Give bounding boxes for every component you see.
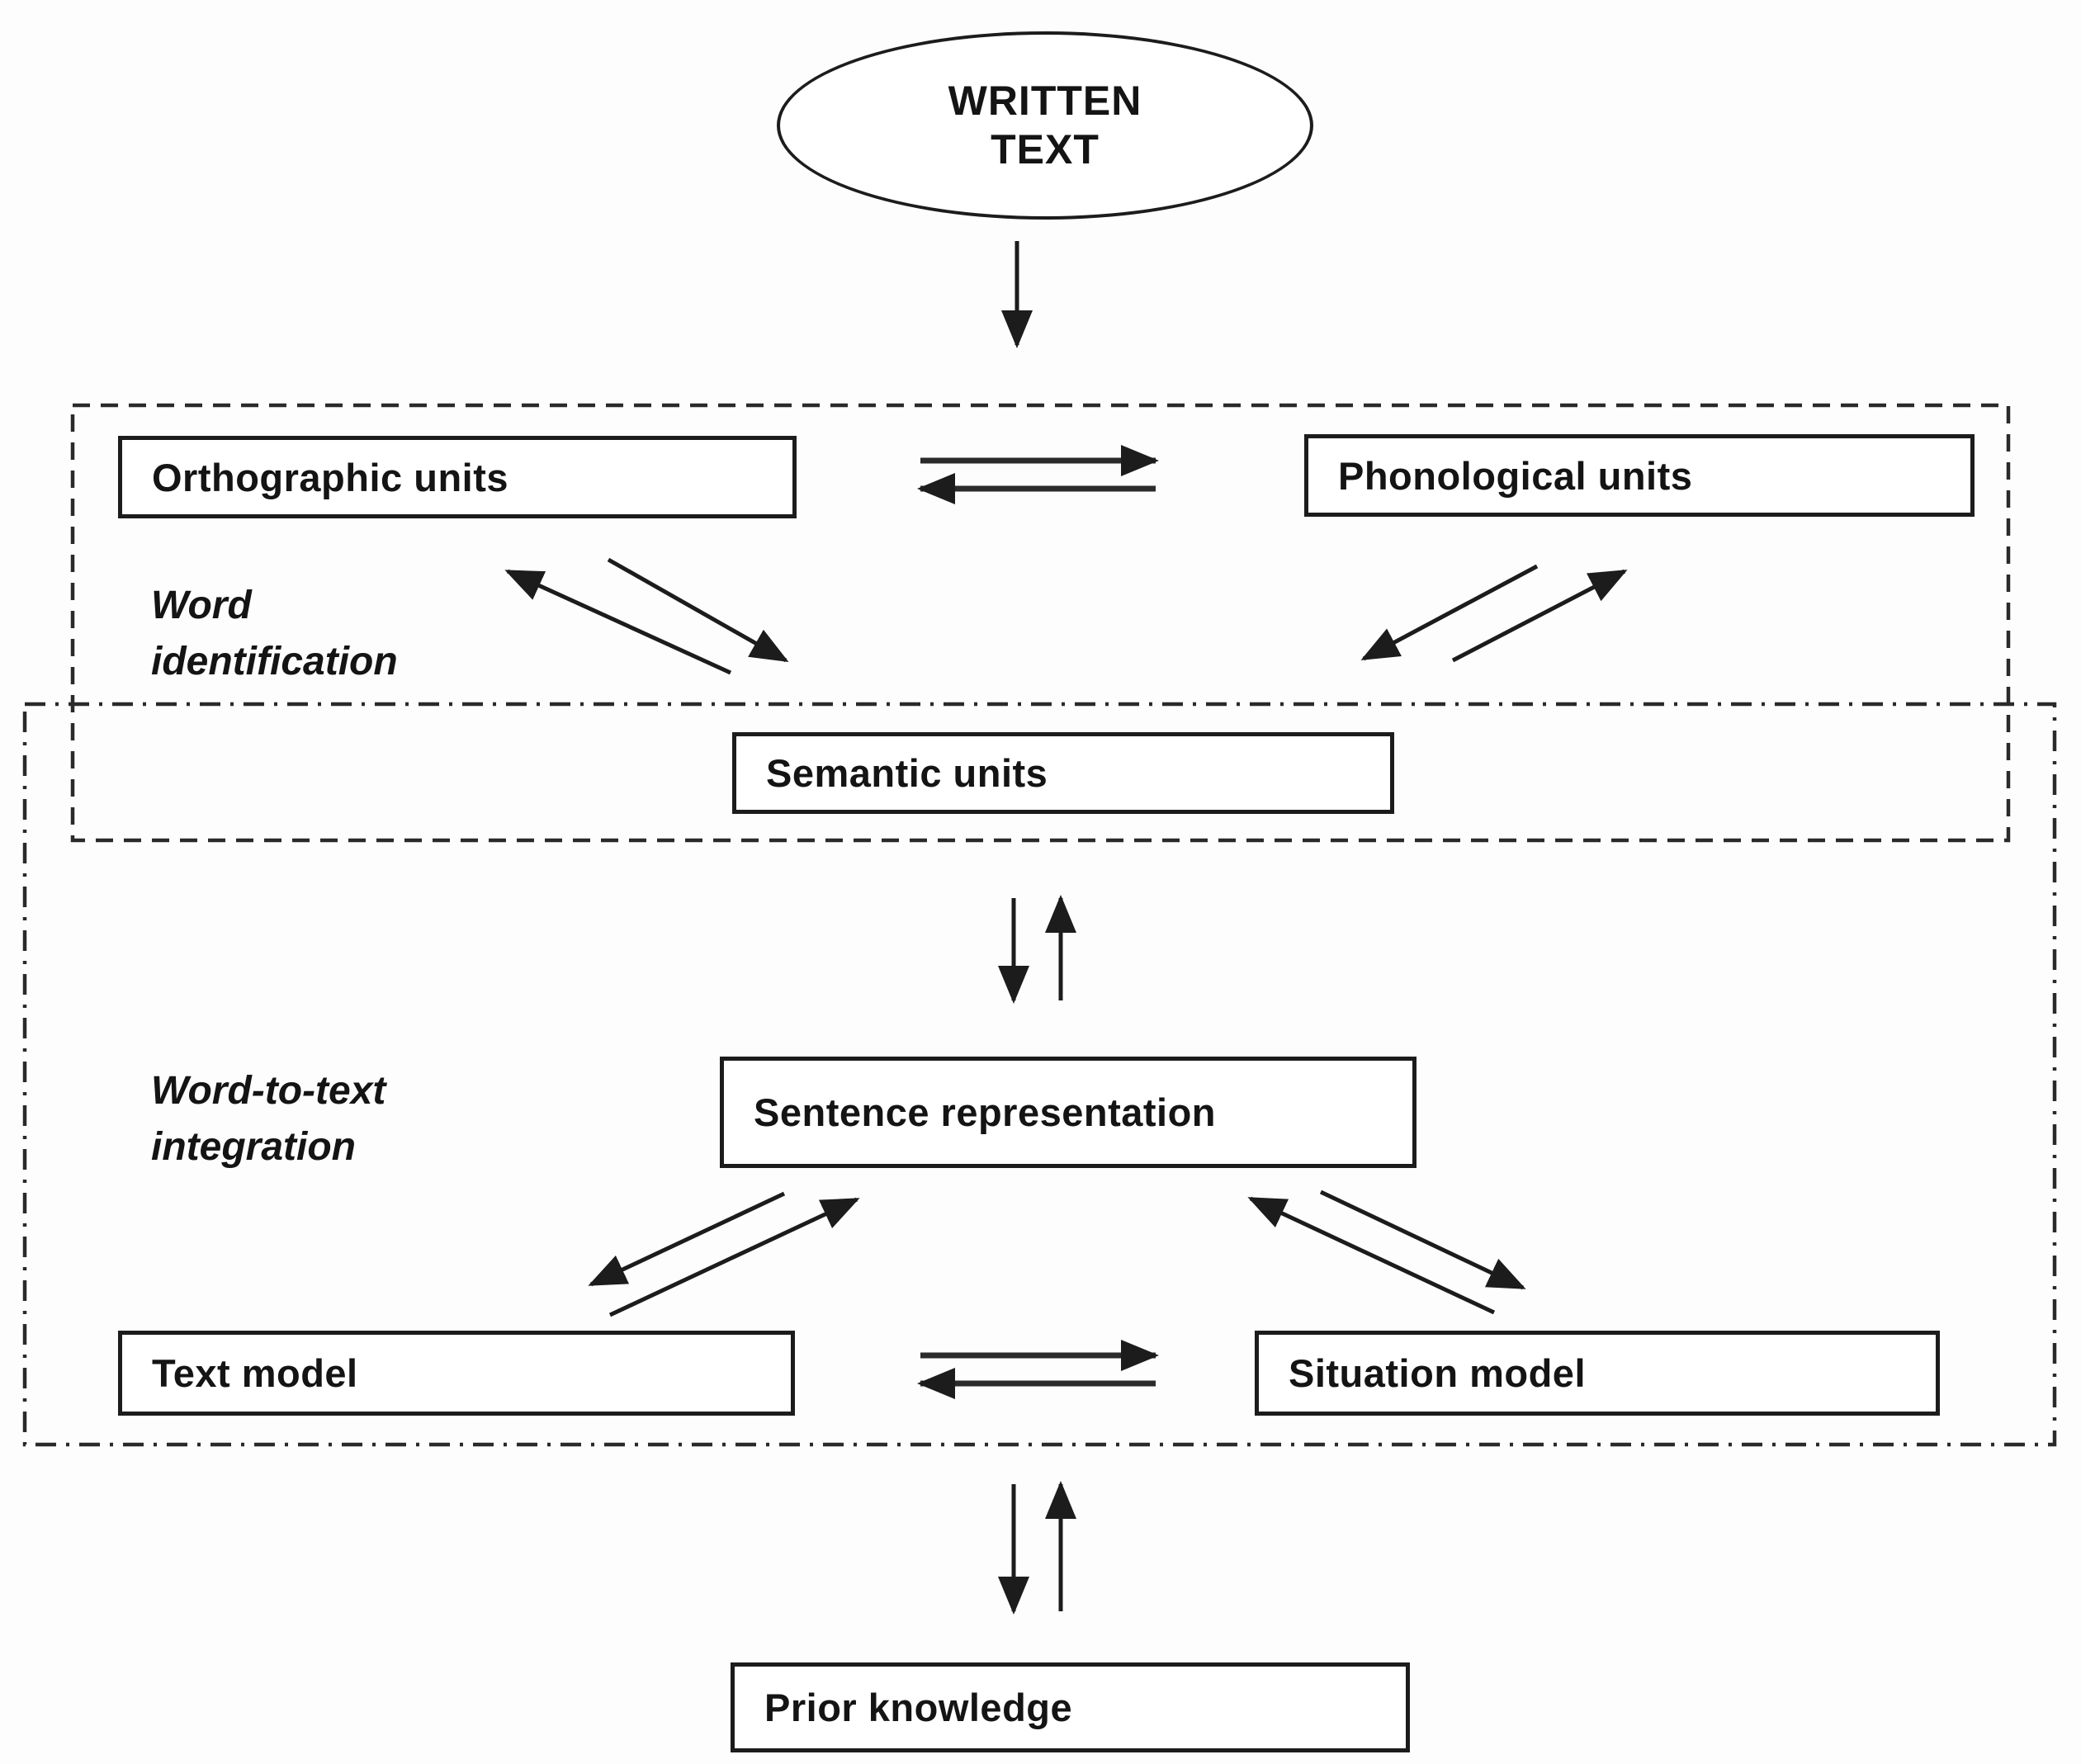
arrow-ortho-to-semantic xyxy=(607,557,789,663)
word-to-text-integration-region-border xyxy=(22,702,2057,1447)
arrow-situation-to-sentence xyxy=(1247,1196,1496,1315)
arrow-phono-to-semantic xyxy=(1360,564,1539,661)
text-model-label: Text model xyxy=(152,1351,358,1395)
node-phonological-units: Phonological units xyxy=(1304,434,1975,517)
node-prior-knowledge: Prior knowledge xyxy=(731,1662,1410,1752)
orthographic-units-label: Orthographic units xyxy=(152,455,508,499)
written-text-label: WRITTEN TEXT xyxy=(948,78,1142,173)
arrow-semantic-to-phono xyxy=(1451,569,1628,663)
phonological-units-label: Phonological units xyxy=(1338,453,1693,498)
node-written-text: WRITTEN TEXT xyxy=(777,31,1313,220)
arrow-textmodel-to-sentence xyxy=(608,1197,860,1317)
node-situation-model: Situation model xyxy=(1255,1331,1940,1416)
node-orthographic-units: Orthographic units xyxy=(118,436,797,518)
word-identification-region-border xyxy=(70,403,2011,843)
label-word-identification: Word identification xyxy=(151,584,398,684)
node-sentence-representation: Sentence representation xyxy=(720,1057,1416,1168)
prior-knowledge-label: Prior knowledge xyxy=(764,1686,1073,1729)
arrow-sentence-to-textmodel xyxy=(588,1191,786,1287)
label-word-to-text-integration: Word-to-text integration xyxy=(151,1069,386,1170)
arrow-sentence-to-situation xyxy=(1319,1189,1526,1290)
node-semantic-units: Semantic units xyxy=(732,732,1394,814)
node-text-model: Text model xyxy=(118,1331,795,1416)
semantic-units-label: Semantic units xyxy=(766,751,1048,795)
sentence-representation-label: Sentence representation xyxy=(754,1090,1217,1134)
arrow-semantic-to-ortho xyxy=(504,569,732,675)
situation-model-label: Situation model xyxy=(1289,1351,1586,1395)
